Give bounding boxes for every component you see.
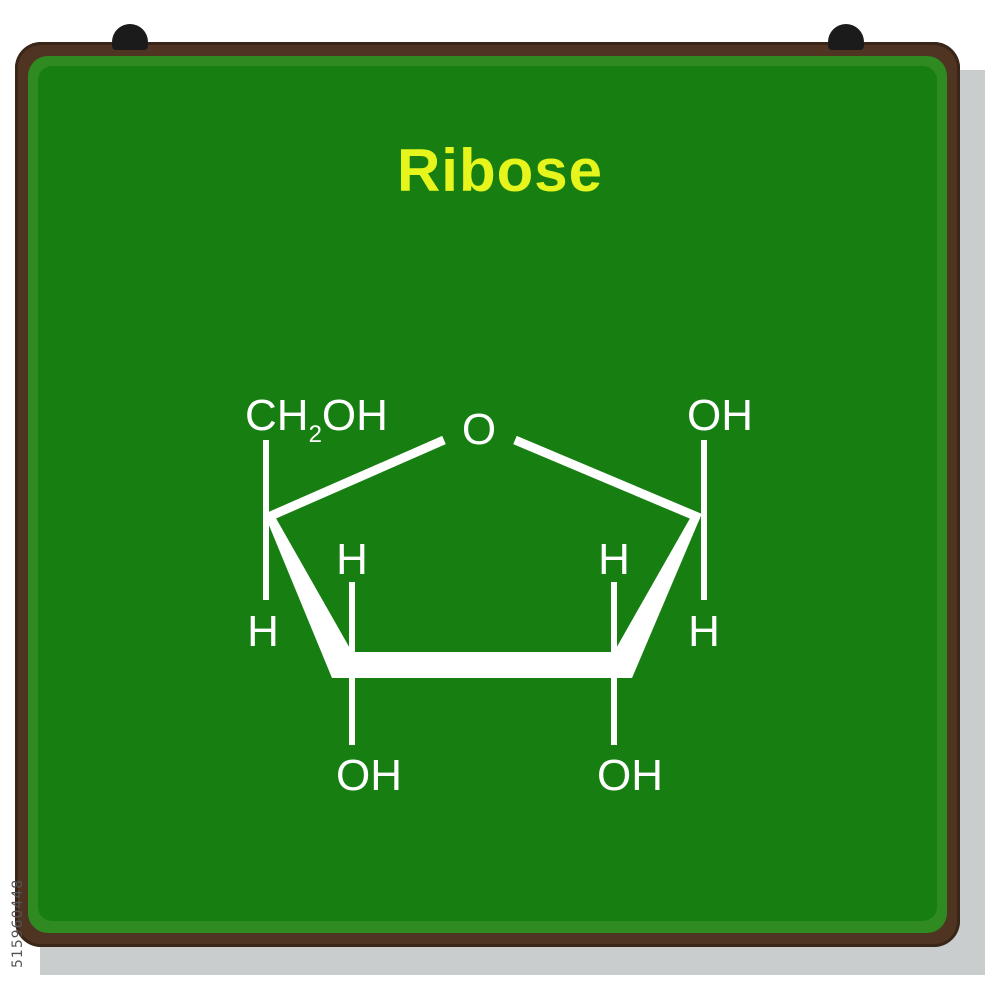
c4-bottom-h-label: H [247, 607, 279, 656]
stock-id-label: 515960448 [10, 878, 26, 968]
bold-bond-c3-c2 [332, 652, 632, 678]
c3-bottom-oh-label: OH [336, 751, 402, 800]
bond-c4-o [264, 435, 446, 523]
c3-top-h-label: H [336, 535, 368, 584]
ring-oxygen-label: O [462, 405, 496, 454]
ch2oh-label: CH2OH [245, 391, 388, 448]
c2-bottom-oh-label: OH [597, 751, 663, 800]
diagram-title: Ribose [396, 137, 604, 204]
ring-bonds [263, 435, 707, 745]
chalkboard [38, 66, 937, 921]
right-hanging-peg-icon [828, 24, 864, 50]
wedge-c4-c3 [266, 513, 352, 678]
c1-top-oh-label: OH [687, 391, 753, 440]
c1-bottom-h-label: H [688, 607, 720, 656]
c2-top-h-label: H [598, 535, 630, 584]
wedge-c1-c2 [614, 513, 700, 678]
bond-o-c1 [513, 435, 702, 523]
left-hanging-peg-icon [112, 24, 148, 50]
